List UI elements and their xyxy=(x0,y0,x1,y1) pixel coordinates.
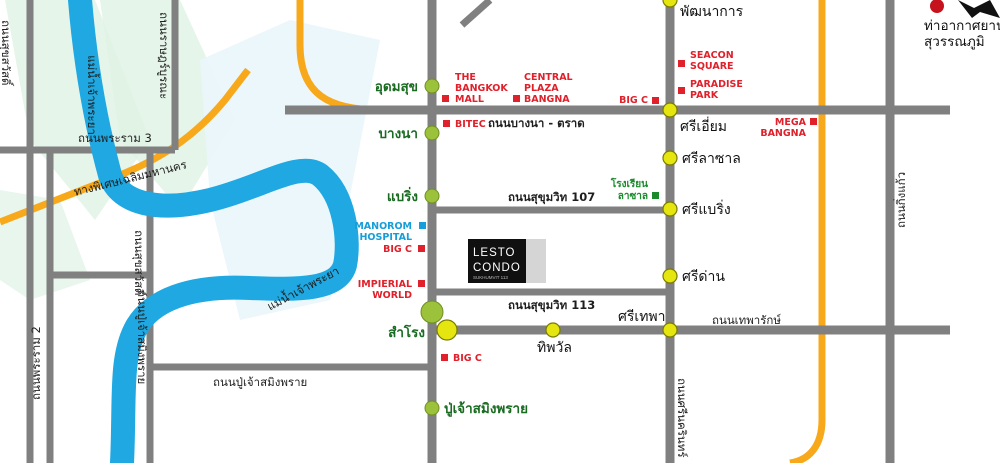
station-srithepa-marker[interactable] xyxy=(662,322,678,338)
poi-school-line2: ลาซาล xyxy=(618,191,648,202)
poi-bigc-bangna-marker[interactable] xyxy=(652,97,659,104)
expressway-west xyxy=(0,67,251,226)
station-label-udomsuk: อุดมสุข xyxy=(375,79,418,95)
poi-bigc-samrong-marker[interactable] xyxy=(441,354,448,361)
poi-seacon-marker[interactable] xyxy=(678,60,685,67)
station-label-sribearing: ศรีแบริ่ง xyxy=(682,200,731,218)
road-label-rama2: ถนนพระราม 2 xyxy=(29,326,43,400)
station-label-puchao: ปู่เจ้าสมิงพราย xyxy=(444,401,528,417)
poi-seacon-line1: SEACON xyxy=(690,50,734,61)
station-srilasal-marker[interactable] xyxy=(662,150,678,166)
poi-imperial-line1: IMPIERIAL xyxy=(358,279,412,290)
station-sribearing-marker[interactable] xyxy=(662,201,678,217)
station-label-bangna: บางนา xyxy=(378,126,418,142)
station-label-sridan: ศรีด่าน xyxy=(682,269,725,285)
road-label-theparak: ถนนเทพารักษ์ xyxy=(712,313,781,327)
project-logo[interactable]: LESTO CONDO SUKHUMVIT 113 xyxy=(468,239,546,283)
poi-paradise-marker[interactable] xyxy=(678,87,685,94)
poi-bangkok-mall-line3: MALL xyxy=(455,94,484,105)
station-udomsuk-marker[interactable] xyxy=(424,78,440,94)
project-logo-line3: SUKHUMVIT 113 xyxy=(473,275,508,280)
poi-paradise-line2: PARK xyxy=(690,90,719,101)
poi-bigc-samrong-label: BIG C xyxy=(453,353,482,364)
poi-manorom-line2: HOSPITAL xyxy=(359,232,412,243)
project-logo-line2: CONDO xyxy=(473,262,521,274)
chao-phraya-river xyxy=(68,0,359,463)
station-samrong-marker[interactable] xyxy=(420,300,444,324)
road-label-suksawat: ถนนสุขสวัสดิ์ xyxy=(132,230,148,297)
station-thipawan-marker[interactable] xyxy=(545,322,561,338)
river-label-top: แม่น้ำเจ้าพระยา xyxy=(85,55,100,135)
road-label-bangna-trat: ถนนบางนา - ตราด xyxy=(488,116,585,130)
yellow-line-stations xyxy=(436,0,678,341)
station-sridan-marker[interactable] xyxy=(662,268,678,284)
poi-school-line1: โรงเรียน xyxy=(610,177,648,190)
poi-bigc-bangna-label: BIG C xyxy=(619,95,648,106)
station-label-pattanakarn: พัฒนาการ xyxy=(680,4,744,20)
poi-mega-line2: BANGNA xyxy=(760,128,806,139)
poi-central-marker[interactable] xyxy=(513,95,520,102)
poi-seacon-line2: SQUARE xyxy=(690,61,734,72)
station-pattanakarn-marker[interactable] xyxy=(662,0,678,8)
poi-bangkok-mall-marker[interactable] xyxy=(442,95,449,102)
road-label-ratburana: ถนนราษฎร์บูรณะ xyxy=(157,12,171,99)
poi-bitec-marker[interactable] xyxy=(443,120,450,127)
poi-paradise-line1: PARADISE xyxy=(690,79,743,90)
airport[interactable]: ท่าอากาศยาน สุวรรณภูมิ xyxy=(924,0,1000,50)
station-label-thipawan: ทิพวัล xyxy=(537,340,572,356)
poi-central-line2: PLAZA xyxy=(524,83,559,94)
airport-label-line1: ท่าอากาศยาน xyxy=(924,18,1000,34)
poi-imperial-marker[interactable] xyxy=(418,280,425,287)
station-label-bearing: แบริ่ง xyxy=(387,186,418,205)
poi-bigc-bearing-label: BIG C xyxy=(383,244,412,255)
poi-manorom-line1: MANOROM xyxy=(354,221,412,232)
poi-imperial-line2: WORLD xyxy=(372,290,412,301)
airport-label-line2: สุวรรณภูมิ xyxy=(924,34,985,50)
expressway-east-vertical xyxy=(789,0,826,463)
poi-bigc-bearing-marker[interactable] xyxy=(418,245,425,252)
airplane-icon xyxy=(958,0,1000,18)
road-label-srinakarin: ถนนศรีนครินทร์ xyxy=(675,378,689,458)
road-label-west-top: ถนนสุขสวัสดิ์ xyxy=(0,20,15,87)
station-bearing-marker[interactable] xyxy=(424,188,440,204)
poi-markers xyxy=(418,60,817,361)
airport-marker xyxy=(930,0,944,13)
road-label-kingkaew: ถนนกิ่งแก้ว xyxy=(893,172,908,228)
station-label-srieam: ศรีเอี่ยม xyxy=(680,117,727,135)
poi-mega-line1: MEGA xyxy=(775,117,807,128)
green-line-stations xyxy=(420,78,444,416)
poi-school-marker[interactable] xyxy=(652,192,659,199)
station-puchao-marker[interactable] xyxy=(424,400,440,416)
station-label-srithepa: ศรีเทพา xyxy=(618,309,666,325)
project-logo-line1: LESTO xyxy=(473,247,516,259)
poi-bangkok-mall-line2: BANGKOK xyxy=(455,83,508,94)
poi-bitec-label: BITEC xyxy=(455,119,486,130)
poi-central-line3: BANGNA xyxy=(524,94,570,105)
poi-manorom-marker[interactable] xyxy=(419,222,426,229)
station-bangna-marker[interactable] xyxy=(424,125,440,141)
poi-central-line1: CENTRAL xyxy=(524,72,573,83)
station-label-samrong: สำโรง xyxy=(388,323,425,341)
road-label-sukhumvit113: ถนนสุขุมวิท 113 xyxy=(508,298,595,313)
road-label-puchao-vert: ถนนปู่เจ้าสมิงพราย xyxy=(135,290,149,384)
roads xyxy=(0,0,950,463)
station-srieam-marker[interactable] xyxy=(662,102,678,118)
poi-mega-marker[interactable] xyxy=(810,118,817,125)
road-label-sukhumvit107: ถนนสุขุมวิท 107 xyxy=(508,190,595,205)
road-label-puchao: ถนนปู่เจ้าสมิงพราย xyxy=(213,375,307,389)
station-label-srilasal: ศรีลาซาล xyxy=(682,151,741,167)
poi-bangkok-mall-line1: THE xyxy=(455,72,476,83)
road-label-rama3: ถนนพระราม 3 xyxy=(78,131,152,145)
station-samrong-yellow-marker[interactable] xyxy=(436,319,458,341)
